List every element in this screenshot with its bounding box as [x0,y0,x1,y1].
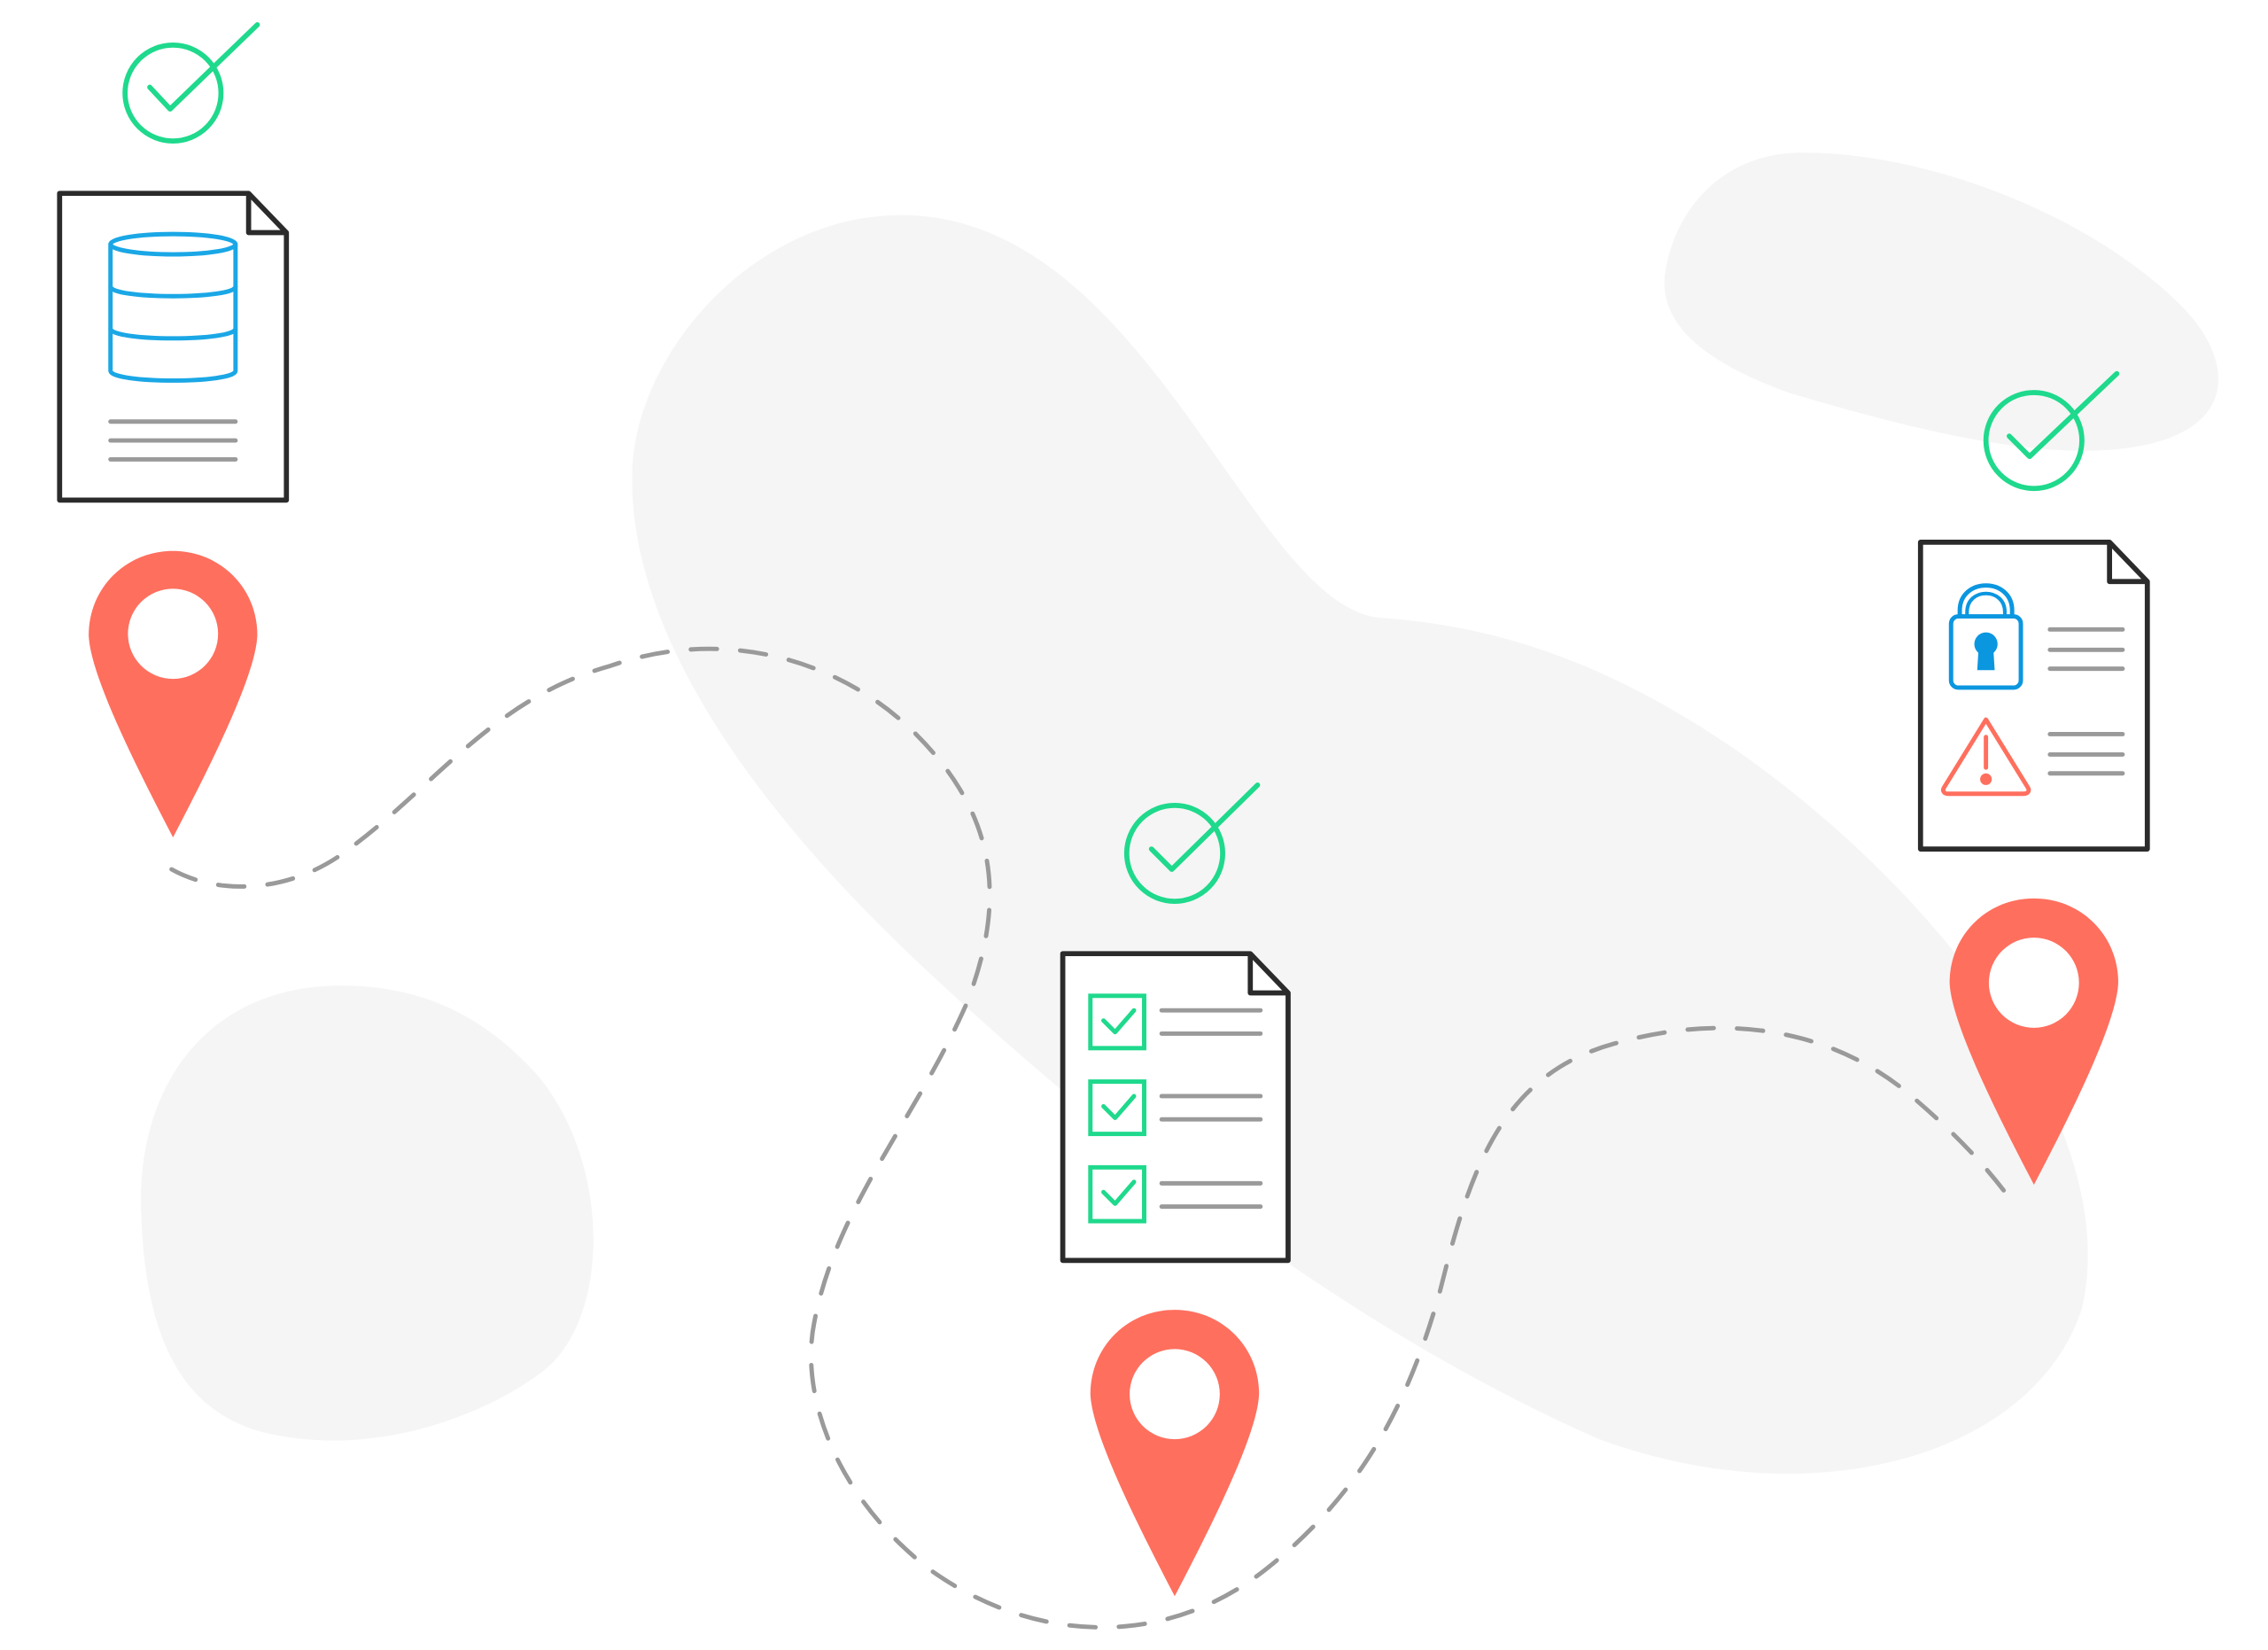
checkbox-checked-icon [1088,993,1146,1051]
background-blobs [141,152,2218,1475]
checkbox-checked-icon [1088,1079,1146,1137]
security-document [1917,540,2150,852]
check-circle-icon [1983,370,2120,492]
text-lines [108,419,238,462]
document-icon [1917,540,2150,852]
checklist-icon [1088,993,1263,1224]
check-circle-icon [1123,782,1261,904]
location-pin-icon [1949,898,2118,1186]
dashed-route [169,646,2016,1630]
background-blob-bottom-left [141,985,594,1441]
warning-triangle-icon [1940,717,2031,797]
check-circle-icon [122,22,260,144]
background-blob-top-right [1664,152,2218,451]
checklist-document [1060,951,1291,1264]
location-pin-icon [89,550,258,837]
background-blob-center [632,214,2088,1475]
location-pin-icon [1090,1310,1260,1597]
document-icon [1060,951,1291,1264]
document-icon [57,191,290,503]
checkbox-checked-icon [1088,1164,1146,1224]
lock-icon [1948,583,2023,690]
database-document [57,191,290,503]
database-icon [108,231,238,383]
